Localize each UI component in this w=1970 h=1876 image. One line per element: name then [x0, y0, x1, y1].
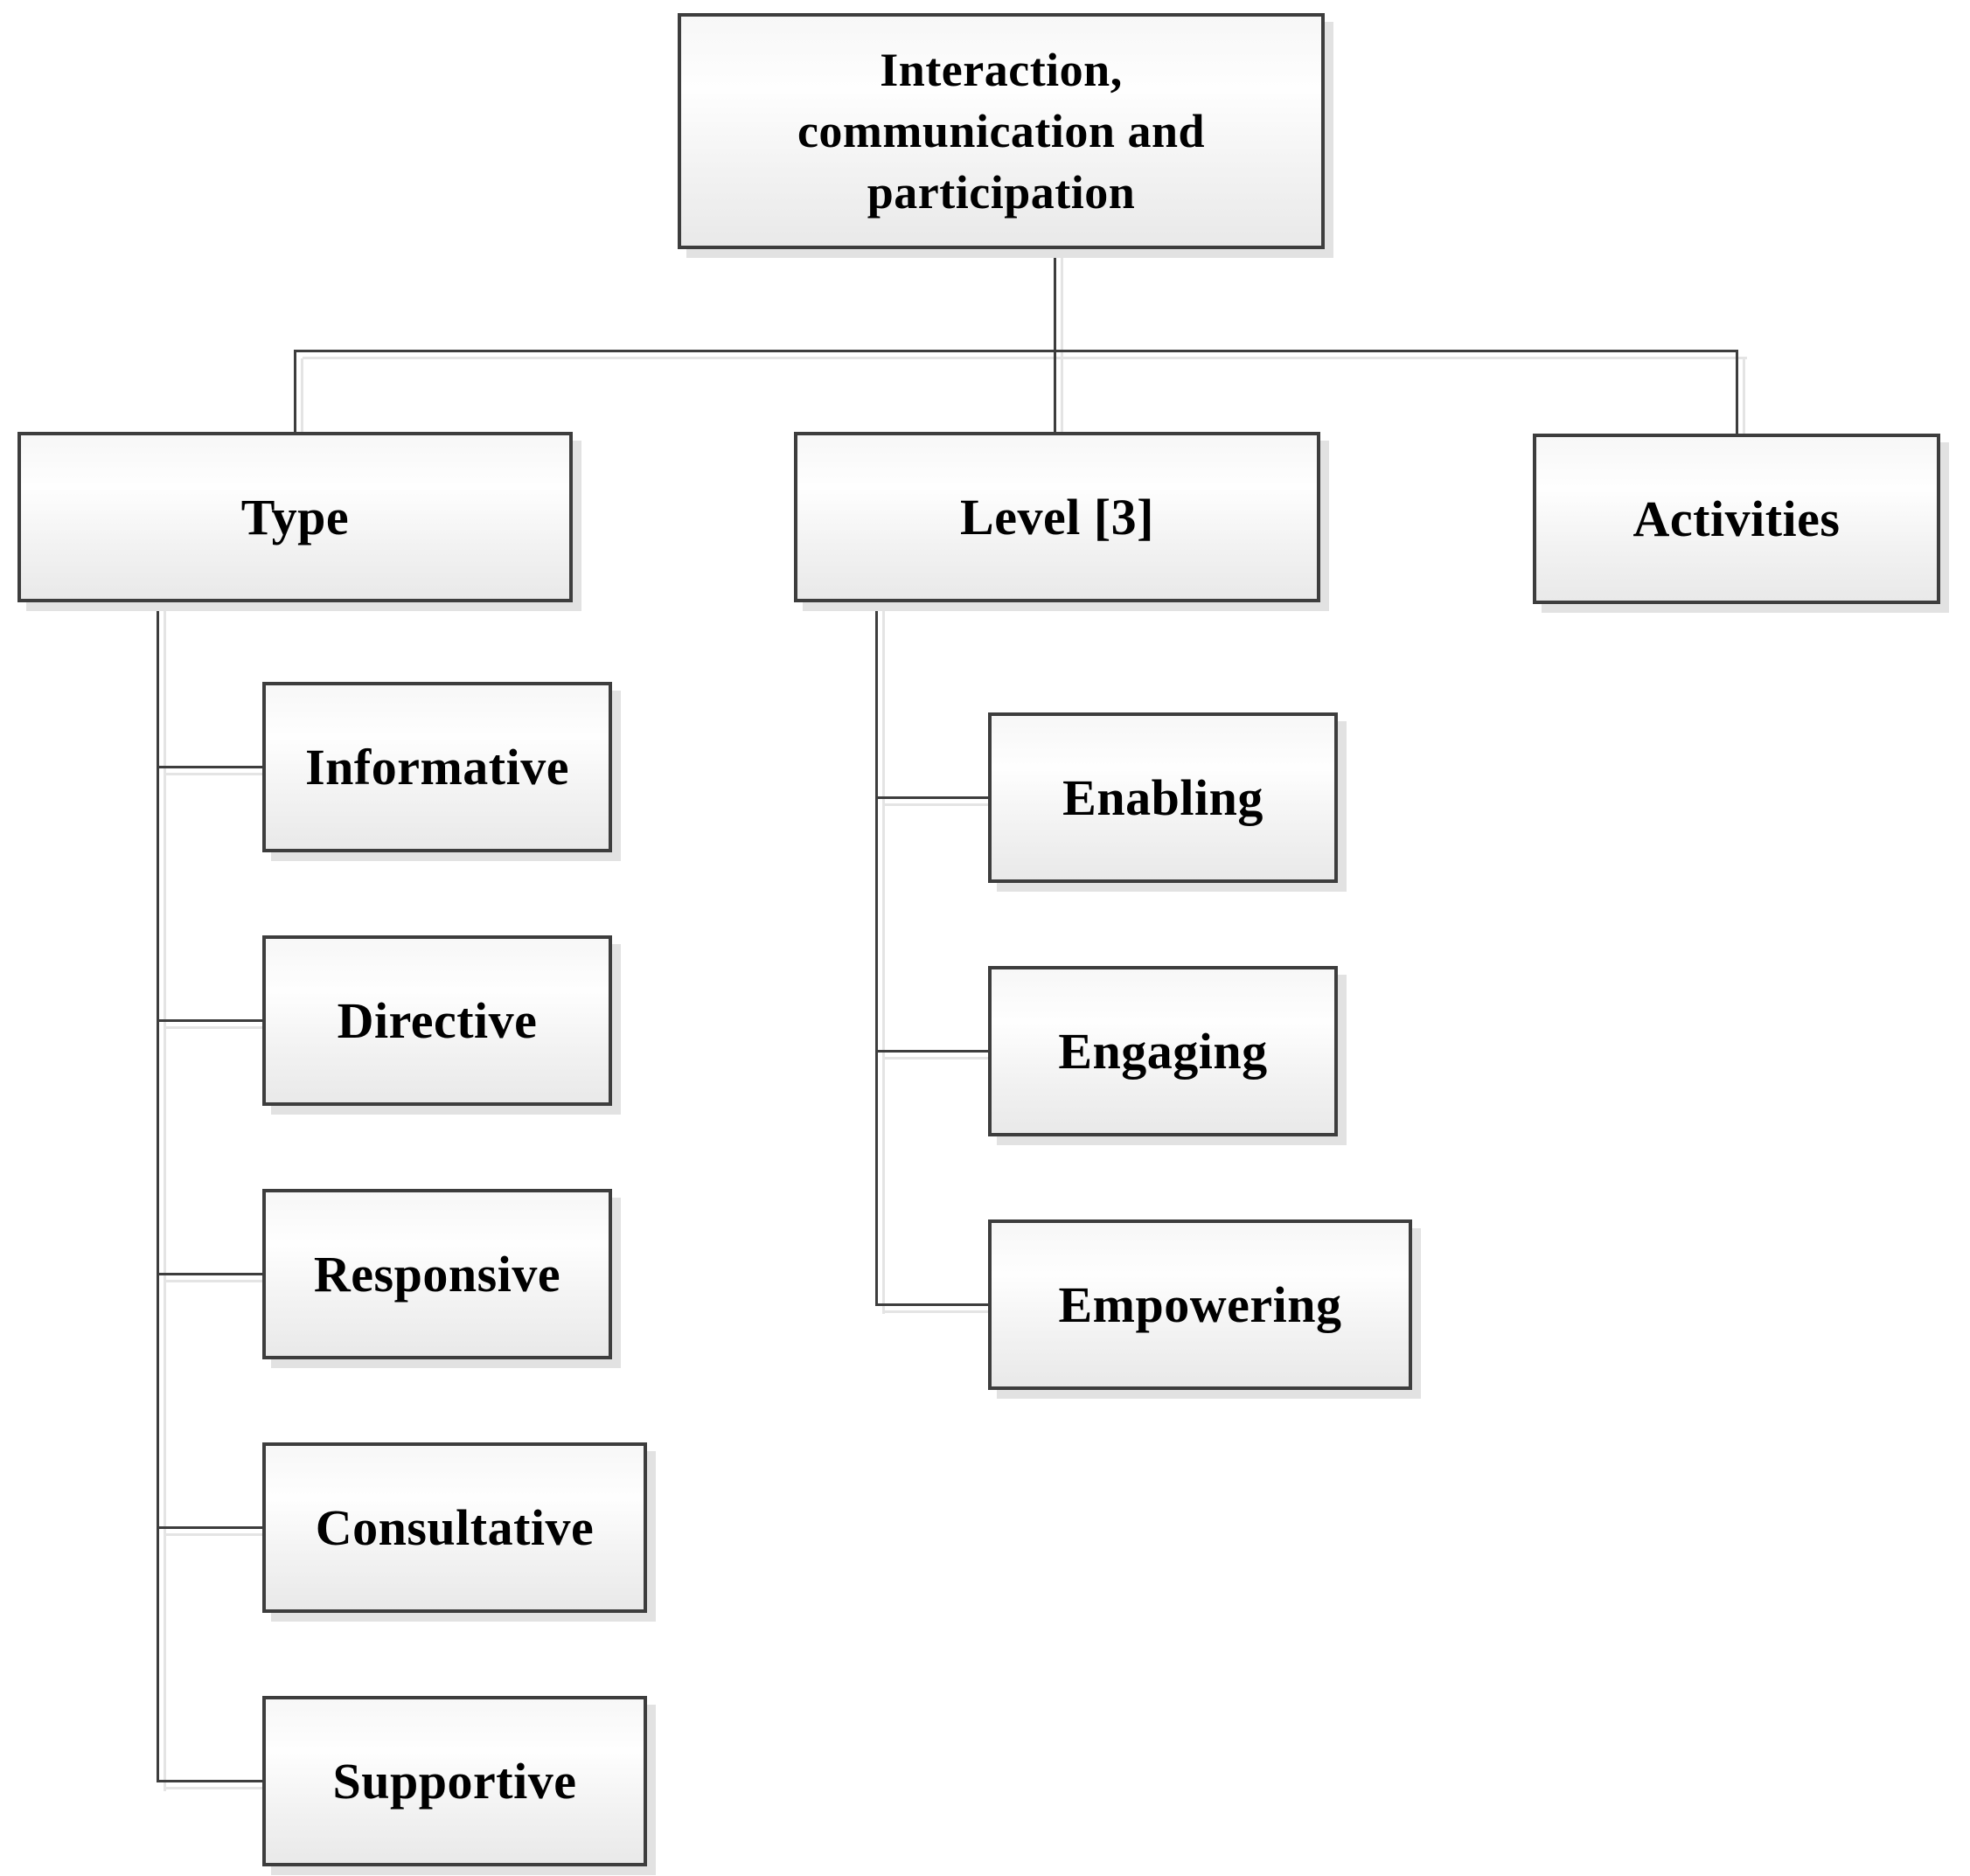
node-activities-label: Activities: [1632, 490, 1841, 547]
connector-type-trunk: [157, 601, 166, 1791]
node-enabling-label: Enabling: [1062, 768, 1263, 826]
node-engaging: Engaging: [988, 966, 1338, 1136]
node-directive: Directive: [262, 935, 612, 1106]
node-root: Interaction, communication and participa…: [678, 13, 1325, 249]
node-level: Level [3]: [794, 432, 1320, 602]
connector-stub-directive: [157, 1019, 273, 1029]
connector-drop-type: [294, 350, 303, 442]
node-consultative: Consultative: [262, 1442, 647, 1613]
node-supportive-label: Supportive: [332, 1752, 577, 1810]
connector-stub-informative: [157, 766, 273, 775]
node-responsive-label: Responsive: [313, 1245, 561, 1303]
connector-stub-consultative: [157, 1526, 273, 1536]
node-informative-label: Informative: [305, 738, 569, 796]
root-label-line-2: communication and: [797, 105, 1206, 157]
connector-stub-engaging: [875, 1050, 999, 1060]
node-type: Type: [17, 432, 573, 602]
node-engaging-label: Engaging: [1058, 1022, 1268, 1080]
node-empowering: Empowering: [988, 1219, 1412, 1390]
connector-level-trunk: [875, 601, 885, 1314]
node-activities: Activities: [1533, 434, 1940, 604]
node-enabling: Enabling: [988, 712, 1338, 883]
node-consultative-label: Consultative: [315, 1498, 595, 1556]
node-informative: Informative: [262, 682, 612, 852]
node-responsive: Responsive: [262, 1189, 612, 1359]
node-directive-label: Directive: [337, 991, 538, 1049]
node-supportive: Supportive: [262, 1696, 647, 1866]
connector-root-riser: [1054, 247, 1063, 360]
node-empowering-label: Empowering: [1058, 1275, 1342, 1333]
node-level-label: Level [3]: [960, 488, 1154, 545]
connector-stub-supportive: [157, 1780, 273, 1789]
node-root-label: Interaction, communication and participa…: [797, 39, 1205, 223]
node-type-label: Type: [240, 488, 350, 545]
connector-rail: [294, 350, 1747, 359]
connector-drop-level: [1054, 350, 1063, 442]
connector-stub-empowering: [875, 1303, 999, 1313]
root-label-line-1: Interaction,: [880, 44, 1123, 96]
connector-drop-activities: [1736, 350, 1745, 444]
connector-stub-responsive: [157, 1273, 273, 1282]
root-label-line-3: participation: [867, 166, 1136, 219]
connector-stub-enabling: [875, 796, 999, 806]
